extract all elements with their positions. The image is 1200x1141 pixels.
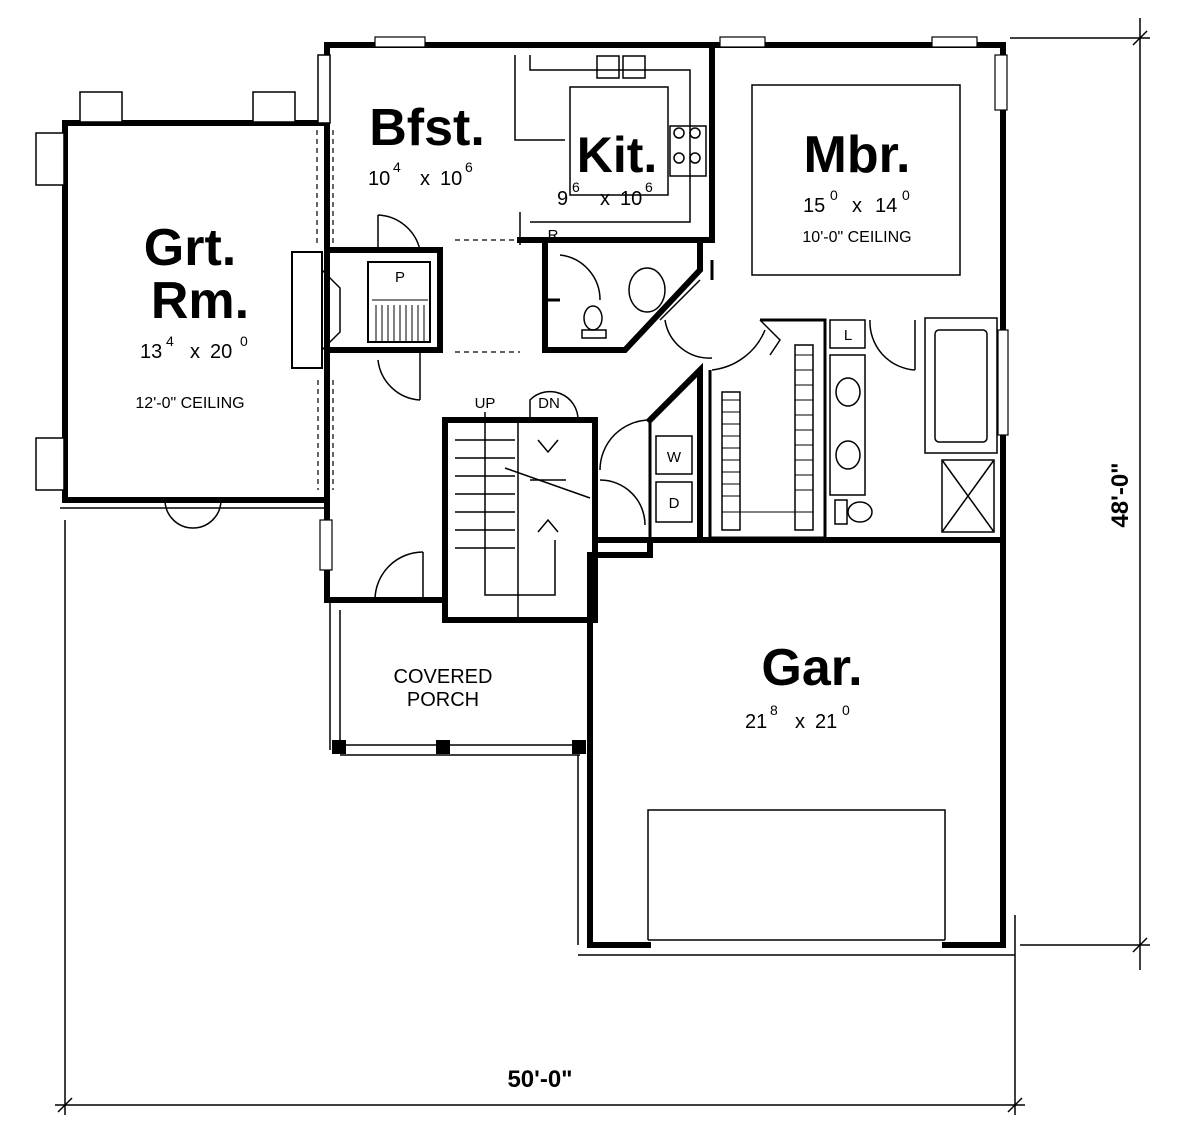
stairs-up-label: UP	[475, 395, 496, 412]
dryer-label: D	[669, 495, 680, 512]
laundry-and-bath: W D L	[592, 317, 1009, 543]
kitchen-depth-ft: 10	[620, 188, 642, 210]
overall-depth-dimension: 48'-0"	[1010, 18, 1150, 970]
great-room-x: x	[190, 341, 200, 363]
pantry-label: P	[395, 269, 405, 286]
label-master-bedroom: Mbr. 15 0 x 14 0 10'-0" CEILING	[802, 126, 911, 246]
garage-width-in: 8	[770, 702, 778, 718]
great-room-width-ft: 13	[140, 341, 162, 363]
great-room-title-line2: Rm.	[151, 272, 249, 330]
label-kitchen: Kit. 9 6 x 10 6	[557, 127, 657, 210]
great-room-depth-in: 0	[240, 333, 248, 349]
overall-width-label: 50'-0"	[507, 1066, 572, 1093]
breakfast-width-in: 4	[393, 159, 401, 175]
kitchen-depth-in: 6	[645, 179, 653, 195]
covered-porch	[329, 600, 586, 756]
label-great-room: Grt. Rm. 13 4 x 20 0 12'-0" CEILING	[135, 219, 249, 412]
central-hall: P	[317, 214, 713, 490]
garage-x: x	[795, 711, 805, 733]
great-room-title-line1: Grt.	[144, 219, 236, 277]
master-bedroom-depth-in: 0	[902, 187, 910, 203]
garage-width-ft: 21	[745, 711, 767, 733]
great-room-width-in: 4	[166, 333, 174, 349]
garage-depth-ft: 21	[815, 711, 837, 733]
master-bedroom-x: x	[852, 195, 862, 217]
master-bedroom-depth-ft: 14	[875, 195, 897, 217]
label-covered-porch: COVERED PORCH	[394, 666, 493, 711]
great-room-ceiling: 12'-0" CEILING	[135, 395, 244, 412]
garage-depth-in: 0	[842, 702, 850, 718]
staircase: UP DN	[442, 390, 651, 623]
kitchen-title: Kit.	[577, 127, 658, 183]
refrigerator-label: R	[548, 227, 559, 244]
porch-line2: PORCH	[407, 689, 479, 711]
master-bedroom-width-ft: 15	[803, 195, 825, 217]
label-garage: Gar. 21 8 x 21 0	[745, 639, 863, 733]
breakfast-depth-in: 6	[465, 159, 473, 175]
kitchen-area: R	[316, 36, 715, 245]
closet-rod-hatching	[722, 354, 813, 497]
master-bedroom-title: Mbr.	[804, 126, 911, 184]
stairs-down-label: DN	[538, 395, 560, 412]
overall-depth-label: 48'-0"	[1107, 462, 1134, 527]
master-bedroom	[709, 36, 1008, 543]
great-room	[35, 91, 341, 529]
breakfast-title: Bfst.	[369, 99, 485, 157]
foyer	[319, 497, 448, 603]
linen-label: L	[844, 327, 852, 344]
washer-label: W	[667, 449, 682, 466]
label-breakfast: Bfst. 10 4 x 10 6	[368, 99, 485, 190]
breakfast-width-ft: 10	[368, 168, 390, 190]
great-room-depth-ft: 20	[210, 341, 232, 363]
breakfast-x: x	[420, 168, 430, 190]
garage	[577, 537, 1016, 956]
pantry-shelves	[375, 305, 425, 342]
kitchen-x: x	[600, 188, 610, 210]
kitchen-width-ft: 9	[557, 188, 568, 210]
garage-title: Gar.	[761, 639, 862, 697]
porch-line1: COVERED	[394, 666, 493, 688]
overall-width-dimension: 50'-0"	[55, 520, 1025, 1115]
kitchen-width-in: 6	[572, 179, 580, 195]
master-bedroom-width-in: 0	[830, 187, 838, 203]
master-bedroom-ceiling: 10'-0" CEILING	[802, 229, 911, 246]
breakfast-depth-ft: 10	[440, 168, 462, 190]
